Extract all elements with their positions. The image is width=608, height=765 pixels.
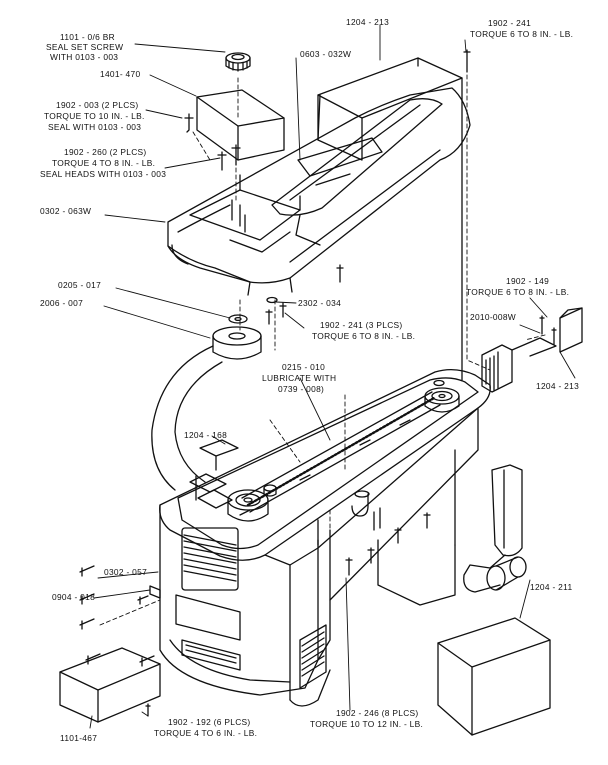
spacer-and-screws	[266, 265, 343, 324]
label-top-block-part: 1204 - 213	[346, 17, 389, 27]
label-screw-mid-part: 1902 - 260 (2 PLCS)	[64, 147, 147, 157]
label-right-block-part: 1204 - 213	[536, 381, 579, 391]
left-screws	[80, 566, 160, 716]
label-washer-part: 0205 - 017	[58, 280, 101, 290]
label-screw-bottom-left-part: 1902 - 192 (6 PLCS)	[168, 717, 251, 727]
label-cap-note2: WITH 0103 - 003	[50, 52, 118, 62]
right-box	[438, 618, 550, 735]
label-screw-top-right-part: 1902 - 241	[488, 18, 531, 28]
callout-labels: 1101 - 0/6 BR SEAL SET SCREW WITH 0103 -…	[40, 17, 579, 743]
side-bracket	[482, 308, 582, 392]
label-pad-part: 1204 - 168	[184, 430, 227, 440]
label-plate-part: 0904 - 018	[52, 592, 95, 602]
label-cover-part: 0302 - 063W	[40, 206, 91, 216]
label-box-right-part: 1204 - 211	[530, 582, 572, 592]
label-lid-insert-part: 0603 - 032W	[300, 49, 351, 59]
underside-screws	[346, 513, 430, 575]
label-screw-mid-note2: SEAL HEADS WITH 0103 - 003	[40, 169, 166, 179]
label-bracket-part: 2010-008W	[470, 312, 516, 322]
drive-belt-loop	[152, 346, 222, 490]
label-pulley-part: 2006 - 007	[40, 298, 83, 308]
label-base-part: 0302 - 057	[104, 567, 147, 577]
deck-pulleys	[228, 381, 459, 522]
top-cover	[168, 88, 470, 295]
label-screw-right-note: TORQUE 6 TO 8 IN. - LB.	[466, 287, 569, 297]
label-spacer-part: 2302 - 034	[298, 298, 341, 308]
label-screw-bottom-right-part: 1902 - 246 (8 PLCS)	[336, 708, 419, 718]
label-cap-part: 1101 - 0/6 BR	[60, 32, 115, 42]
knob-cap	[226, 53, 250, 71]
label-cap-note1: SEAL SET SCREW	[46, 42, 123, 52]
label-screw-bottom-right-note: TORQUE 10 TO 12 IN. - LB.	[310, 719, 423, 729]
label-screw-left-note2: SEAL WITH 0103 - 003	[48, 122, 141, 132]
crank-handle	[464, 465, 526, 592]
square-block	[197, 90, 284, 160]
label-screw-left-part: 1902 - 003 (2 PLCS)	[56, 100, 139, 110]
label-screw-bottom-left-note: TORQUE 4 TO 6 IN. - LB.	[154, 728, 257, 738]
label-belt-note1: LUBRICATE WITH	[262, 373, 336, 383]
front-block	[60, 648, 160, 722]
label-screw-top-right-note: TORQUE 6 TO 8 IN. - LB.	[470, 29, 573, 39]
label-belt-note2: 0739 - 008)	[278, 384, 324, 394]
label-belt-part: 0215 - 010	[282, 362, 325, 372]
block-screws	[185, 50, 470, 232]
label-front-block-part: 1101-467	[60, 733, 97, 743]
pulley-assembly	[213, 315, 261, 359]
label-screw-center-part: 1902 - 241 (3 PLCS)	[320, 320, 403, 330]
toothed-belt	[242, 392, 440, 512]
label-screw-center-note: TORQUE 6 TO 8 IN. - LB.	[312, 331, 415, 341]
label-screw-mid-note1: TORQUE 4 TO 8 IN. - LB.	[52, 158, 155, 168]
main-housing	[160, 370, 491, 706]
label-screw-right-part: 1902 - 149	[506, 276, 549, 286]
label-screw-left-note1: TORQUE TO 10 IN. - LB.	[44, 111, 145, 121]
label-block-part: 1401- 470	[100, 69, 140, 79]
belt-pad	[200, 440, 238, 470]
callout-leaders	[90, 25, 575, 728]
top-block	[318, 58, 462, 160]
